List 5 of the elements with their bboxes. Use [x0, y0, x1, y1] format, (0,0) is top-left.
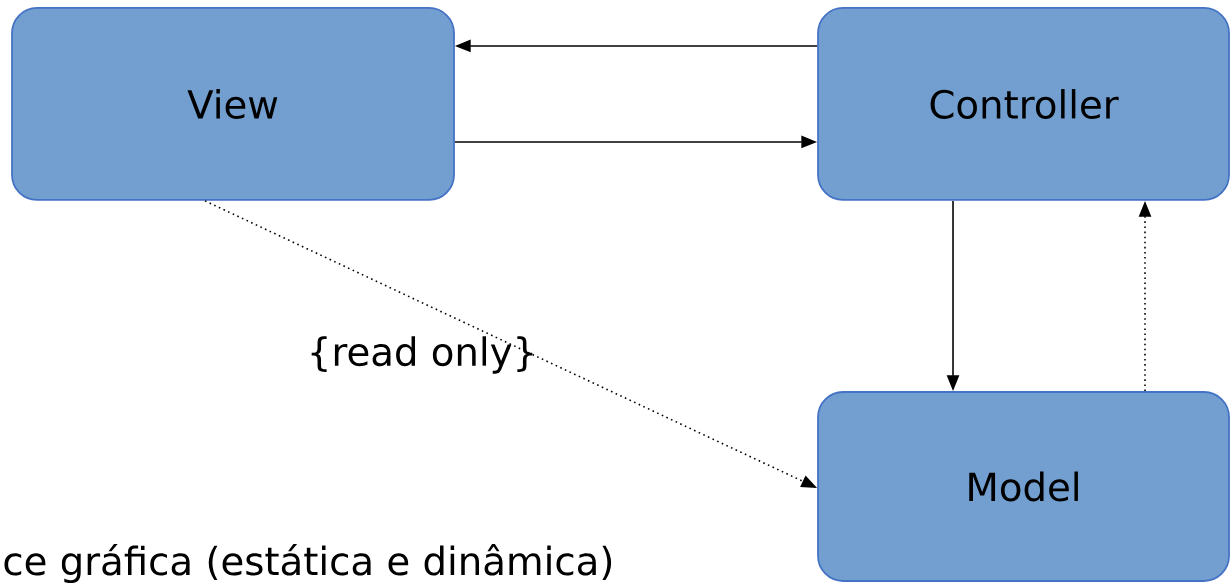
process-box: Model [817, 391, 1230, 582]
edge-label: {read only} [311, 336, 533, 374]
process-box: View [11, 7, 455, 201]
process-box: Controller [817, 7, 1230, 201]
caption-text: ce gráfica (estática e dinâmica) [4, 544, 612, 583]
